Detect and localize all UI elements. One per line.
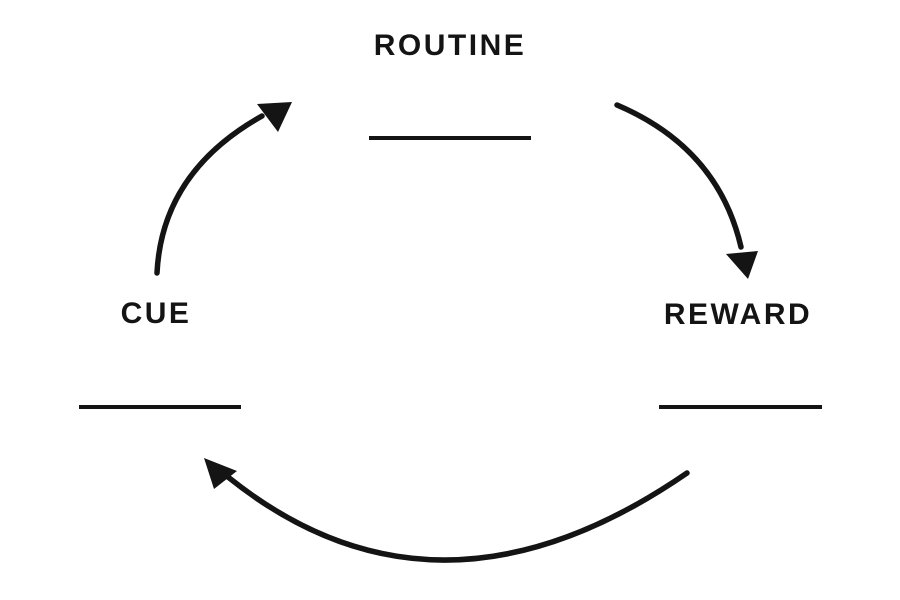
reward-underline [659,405,822,409]
arrow-routine-to-reward [614,102,744,250]
arrowhead-cue-to-routine [257,102,292,132]
arrowhead-routine-to-reward [726,251,758,279]
arrow-reward-to-cue [225,470,690,563]
arrow-cue-to-routine [154,113,265,276]
routine-underline [369,136,531,140]
arrowhead-reward-to-cue [204,458,237,489]
node-label-reward: REWARD [663,298,813,331]
node-label-cue: CUE [120,297,192,330]
cue-underline [79,405,241,409]
node-label-routine: ROUTINE [373,29,527,62]
